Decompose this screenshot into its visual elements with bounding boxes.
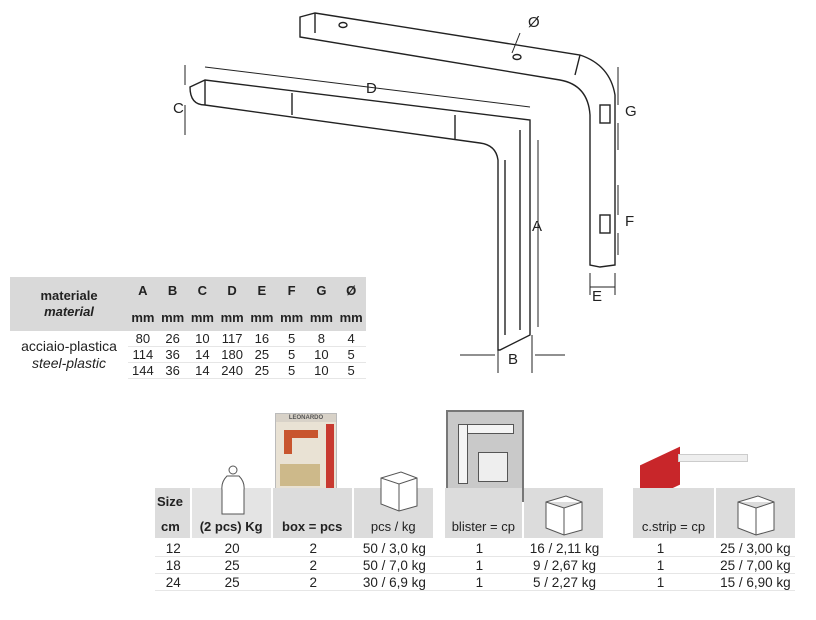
cell: 5 (276, 346, 307, 363)
cell-size: 18 (165, 558, 181, 573)
cell: 10 (306, 346, 337, 363)
cell: 114 (128, 346, 158, 363)
cell-size: 12 (165, 541, 181, 556)
col-e: E (247, 277, 277, 304)
cell: 25 (247, 346, 277, 363)
unit: mm (217, 304, 247, 331)
cell-pcs-kg: 30 / 6,9 kg (362, 575, 426, 590)
packaging-row: 24 25 2 30 / 6,9 kg 1 5 / 2,27 kg 1 15 / 6,90 k… (155, 574, 795, 591)
cell-weight: 20 (224, 541, 240, 556)
dim-label-e: E (592, 288, 603, 305)
cell-box: 2 (309, 575, 318, 590)
cell: 117 (217, 331, 247, 347)
cell: 5 (336, 362, 366, 379)
cell-weight: 25 (224, 558, 240, 573)
cell-blister-kg: 9 / 2,67 kg (532, 558, 597, 573)
cell: 5 (336, 346, 366, 363)
box-product-image: LEONARDO (275, 413, 337, 491)
col-b: B (157, 277, 188, 304)
cell-weight: 25 (224, 575, 240, 590)
cell-pcs-kg: 50 / 3,0 kg (362, 541, 426, 556)
unit: mm (128, 304, 158, 331)
unit: mm (247, 304, 277, 331)
box-header: box = pcs (272, 488, 352, 538)
cell-cstrip: 1 (656, 575, 665, 590)
unit: mm (306, 304, 337, 331)
cell: 8 (306, 331, 337, 347)
cell: 240 (217, 362, 247, 379)
cell: 26 (157, 331, 188, 347)
cell: 10 (306, 362, 337, 379)
packaging-row: 18 25 2 50 / 7,0 kg 1 9 / 2,67 kg 1 25 / 7,00 k… (155, 557, 795, 574)
blister-header: blister = cp (444, 488, 522, 538)
cell-cstrip: 1 (656, 558, 665, 573)
carton-box-icon (380, 471, 418, 512)
cell-cstrip: 1 (656, 541, 665, 556)
bracket-technical-drawing (184, 12, 619, 373)
cstrip-header: c.strip = cp (632, 488, 714, 538)
cell: 180 (217, 346, 247, 363)
cell-blister-kg: 16 / 2,11 kg (529, 541, 600, 556)
col-d: D (217, 277, 247, 304)
cell: 80 (128, 331, 158, 347)
cstrip-box-header (715, 488, 796, 538)
cell-pcs-kg: 50 / 7,0 kg (362, 558, 426, 573)
cell-blister-kg: 5 / 2,27 kg (532, 575, 597, 590)
dim-label-a: A (532, 218, 543, 235)
cell-box: 2 (309, 558, 318, 573)
weight-icon (220, 465, 245, 515)
carton-box-icon (737, 495, 775, 536)
cell: 4 (336, 331, 366, 347)
cell-blister: 1 (475, 575, 484, 590)
cell-cstrip-kg: 25 / 3,00 kg (720, 541, 791, 556)
col-f: F (276, 277, 307, 304)
dim-label-b: B (508, 351, 519, 368)
cell: 14 (187, 346, 218, 363)
unit: mm (187, 304, 218, 331)
cell-size: 24 (165, 575, 181, 590)
weight-header: (2 pcs) Kg (191, 465, 271, 538)
cell: 14 (187, 362, 218, 379)
unit: mm (157, 304, 188, 331)
cell: 16 (247, 331, 277, 347)
dim-label-c: C (173, 100, 184, 117)
cell-blister: 1 (475, 541, 484, 556)
carton-box-icon (545, 495, 583, 536)
col-c: C (187, 277, 218, 304)
dim-label-d: D (366, 80, 377, 97)
packaging-row: 12 20 2 50 / 3,0 kg 1 16 / 2,11 kg 1 25 / 3,00 … (155, 540, 795, 557)
cell: 36 (157, 362, 188, 379)
cell-cstrip-kg: 15 / 6,90 kg (720, 575, 791, 590)
cell: 5 (276, 362, 307, 379)
pcs-kg-header: pcs / kg (353, 471, 433, 538)
cell-cstrip-kg: 25 / 7,00 kg (720, 558, 791, 573)
blister-box-header (523, 488, 603, 538)
unit: mm (276, 304, 307, 331)
cell-blister: 1 (475, 558, 484, 573)
cell: 25 (247, 362, 277, 379)
dim-label-diameter: Ø (528, 14, 540, 31)
cell: 5 (276, 331, 307, 347)
unit: mm (336, 304, 366, 331)
cell-box: 2 (309, 541, 318, 556)
col-diameter: Ø (336, 277, 366, 304)
cell: 36 (157, 346, 188, 363)
cell: 10 (187, 331, 218, 347)
cstrip-product-image (640, 446, 750, 504)
col-a: A (128, 277, 158, 304)
col-g: G (306, 277, 337, 304)
dim-label-g: G (625, 103, 637, 120)
brand-logo: LEONARDO (276, 414, 336, 422)
dim-label-f: F (625, 213, 635, 230)
cell: 144 (128, 362, 158, 379)
